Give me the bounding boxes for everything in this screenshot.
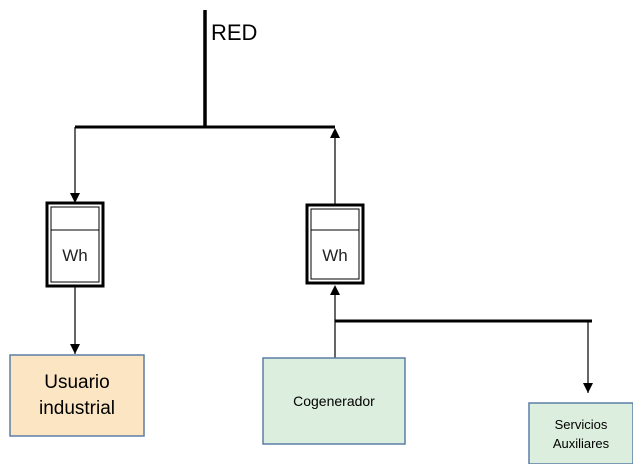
meter-left-label: Wh — [62, 246, 88, 265]
supply-arrow-head — [70, 193, 80, 203]
aux-box-label: Servicios Auxiliares — [552, 416, 610, 451]
export-arrow-head — [330, 128, 340, 138]
user-box — [9, 354, 145, 437]
aux-box — [528, 402, 633, 464]
generation-arrow-head — [330, 285, 340, 295]
user-box-label: Usuario industrial — [38, 372, 116, 419]
cogen-box-label: Cogenerador — [293, 393, 375, 409]
network-label: RED — [211, 20, 258, 45]
meter-right-label: Wh — [322, 246, 348, 265]
cogen-box — [262, 357, 406, 445]
meter-left — [45, 201, 105, 288]
aux-arrow-head — [583, 383, 593, 393]
meter-right — [305, 203, 365, 285]
consumption-arrow-head — [70, 344, 80, 354]
